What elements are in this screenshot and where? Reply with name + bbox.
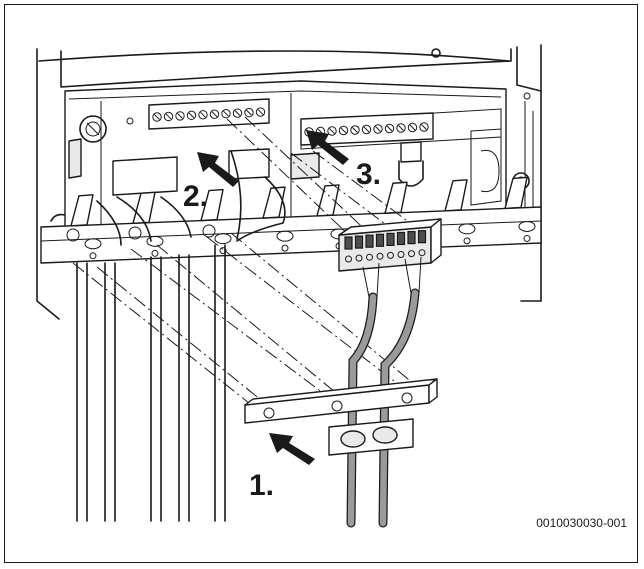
- figure-frame: 2. 3. 1. 0010030030-001: [4, 4, 638, 563]
- cable-clamp: [244, 378, 438, 456]
- step-2-label: 2.: [183, 180, 208, 213]
- arrow-icon: [306, 130, 349, 165]
- appliance-housing: [36, 44, 542, 320]
- installation-illustration: 2. 3. 1. 0010030030-001: [36, 44, 627, 530]
- arrow-icon: [197, 152, 239, 187]
- signal-cables: [346, 256, 422, 528]
- right-terminal-block: [290, 112, 434, 187]
- arrow-icon: [269, 433, 315, 465]
- step-3-label: 3.: [356, 158, 381, 191]
- reference-number: 0010030030-001: [536, 516, 627, 530]
- left-cables: [76, 150, 286, 522]
- step-arrows: [197, 130, 349, 465]
- plug-connector: [338, 218, 442, 272]
- step-1-label: 1.: [249, 469, 274, 502]
- alignment-lines: [72, 116, 426, 414]
- upper-terminal-block: [112, 98, 270, 196]
